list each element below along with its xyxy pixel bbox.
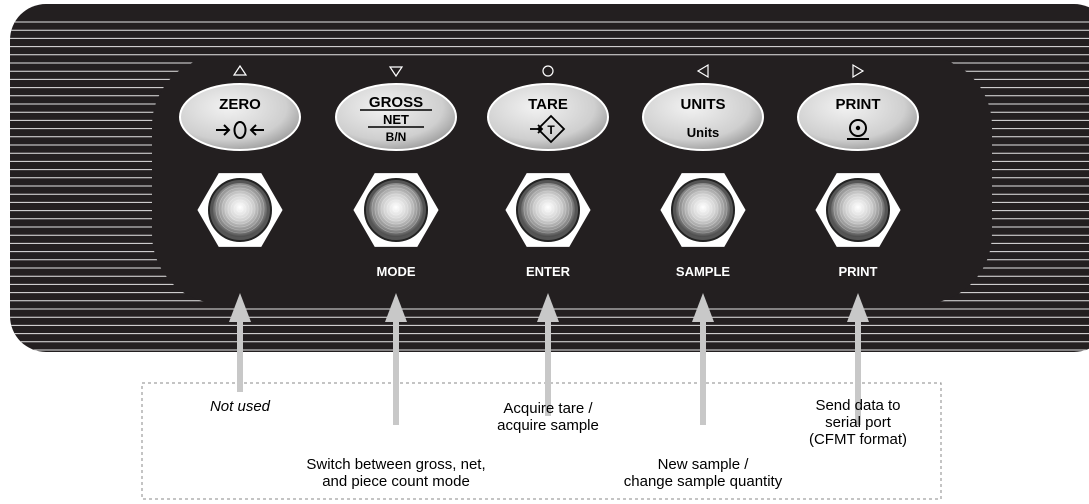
circle-icon — [542, 65, 554, 77]
print-label-plate — [797, 83, 919, 151]
gross-net-label-plate — [335, 83, 457, 151]
annotation-line: and piece count mode — [322, 473, 470, 490]
print-button[interactable] — [815, 173, 901, 247]
print-target-icon — [847, 119, 869, 140]
tare-diamond-icon: T — [530, 114, 566, 144]
zero-label: ZERO — [219, 96, 261, 113]
annotation-line: Not used — [210, 398, 271, 415]
gross-label: GROSS — [369, 94, 423, 111]
units-sub-label: Units — [687, 125, 720, 140]
annotation-line: Send data to — [815, 397, 900, 414]
tare-label-plate — [487, 83, 609, 151]
annotation-line: New sample / — [658, 456, 750, 473]
print-function-label: PRINT — [839, 264, 878, 279]
tare-label: TARE — [528, 96, 568, 113]
pointer-arrow — [229, 293, 251, 392]
units-label-plate — [642, 83, 764, 151]
triangle-left-icon — [696, 63, 709, 79]
annotation-line: Switch between gross, net, — [306, 456, 485, 473]
pointer-arrow — [692, 293, 714, 425]
annotation-sample: New sample /change sample quantity — [624, 456, 783, 490]
annotation-zero: Not used — [210, 398, 271, 415]
pointer-arrows — [229, 293, 869, 425]
pointer-arrow — [847, 293, 869, 425]
units-button[interactable] — [660, 173, 746, 247]
key-tare: TARE T ENTER — [487, 65, 609, 279]
net-label: NET — [383, 112, 409, 127]
gross-net-function-label: MODE — [377, 264, 416, 279]
units-label: UNITS — [681, 96, 726, 113]
pointer-arrow — [385, 293, 407, 425]
annotation-line: acquire sample — [497, 417, 599, 434]
bn-label: B/N — [386, 130, 407, 144]
annotation-box — [141, 382, 942, 500]
key-zero: ZERO — [179, 64, 301, 247]
triangle-right-icon — [852, 63, 865, 79]
annotation-line: serial port — [825, 414, 892, 431]
annotation-line: (CFMT format) — [809, 431, 907, 448]
zero-center-icon — [216, 121, 264, 139]
annotation-enter: Acquire tare /acquire sample — [497, 400, 599, 434]
zero-button[interactable] — [197, 173, 283, 247]
key-print: PRINT PRINT — [797, 63, 919, 279]
print-label: PRINT — [836, 96, 881, 113]
annotation-mode: Switch between gross, net,and piece coun… — [306, 456, 485, 490]
units-function-label: SAMPLE — [676, 264, 731, 279]
zero-label-plate — [179, 83, 301, 151]
triangle-down-icon — [388, 66, 404, 78]
tare-function-label: ENTER — [526, 264, 571, 279]
annotation-line: change sample quantity — [624, 473, 783, 490]
tare-t-label: T — [547, 123, 555, 137]
pointer-arrow — [537, 293, 559, 416]
triangle-up-icon — [232, 64, 248, 76]
annotation-line: Acquire tare / — [503, 400, 593, 417]
gross-net-button[interactable] — [353, 173, 439, 247]
tare-button[interactable] — [505, 173, 591, 247]
